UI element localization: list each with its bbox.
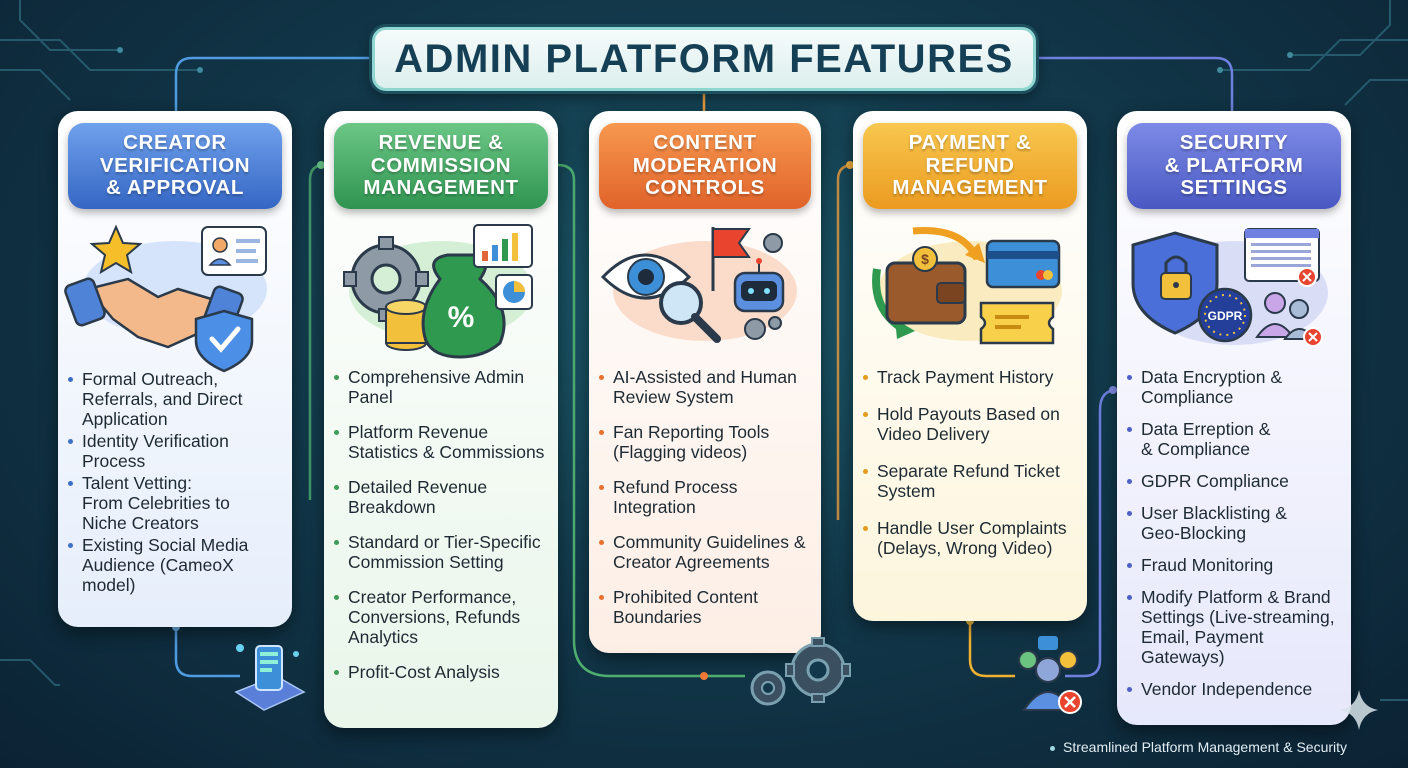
user-block-icon: [1255, 292, 1323, 347]
phone-dashboard-icon: [234, 644, 306, 711]
payment-illustration: $: [872, 227, 1062, 345]
card-title: CREATOR VERIFICATION & APPROVAL: [99, 131, 251, 200]
card-header: SECURITY & PLATFORM SETTINGS: [1127, 123, 1341, 209]
list-item: Standard or Tier-Specific Commission Set…: [334, 532, 554, 572]
bar-chart-icon: [473, 224, 533, 268]
flag-icon: [711, 227, 751, 291]
wallet-icon: $: [885, 246, 967, 325]
list-item: Track Payment History: [863, 367, 1083, 387]
list-item: Formal Outreach, Referrals, and Direct A…: [68, 369, 288, 429]
card-title: PAYMENT & REFUND MANAGEMENT: [892, 131, 1048, 200]
list-item: User Blacklisting & Geo-Blocking: [1127, 503, 1347, 543]
gear-icon: [343, 236, 429, 322]
magnifier-icon: [659, 281, 721, 343]
security-illustration: GDPR: [1131, 228, 1328, 347]
card-header: PAYMENT & REFUND MANAGEMENT: [863, 123, 1077, 209]
list-item: Refund Process Integration: [599, 477, 817, 517]
list-item: Hold Payouts Based on Video Delivery: [863, 404, 1083, 444]
star-icon: [89, 224, 143, 275]
list-item: Modify Platform & Brand Settings (Live-s…: [1127, 587, 1347, 667]
feature-list: Track Payment History Hold Payouts Based…: [863, 367, 1083, 575]
feature-list: AI-Assisted and Human Review System Fan …: [599, 367, 817, 642]
list-item: GDPR Compliance: [1127, 471, 1347, 491]
list-item: Vendor Independence: [1127, 679, 1347, 699]
page-title: ADMIN PLATFORM FEATURES: [394, 36, 1014, 81]
list-item: Creator Performance, Conversions, Refund…: [334, 587, 554, 647]
gdpr-badge-icon: GDPR: [1197, 287, 1253, 343]
sparkle-icon: [1340, 690, 1378, 730]
feature-list: Data Encryption & Compliance Data Errept…: [1127, 367, 1347, 711]
svg-text:$: $: [921, 251, 929, 267]
list-item: Identity Verification Process: [68, 431, 288, 471]
gears-icon: [750, 637, 851, 706]
moderation-illustration: [600, 227, 797, 343]
shield-check-icon: [194, 309, 254, 373]
data-table-icon: [1244, 228, 1320, 287]
creator-illustration: [64, 224, 267, 373]
revenue-illustration: %: [343, 224, 533, 359]
list-item: Community Guidelines & Creator Agreement…: [599, 532, 817, 572]
support-users-icon: [1018, 636, 1082, 714]
feature-list: Comprehensive Admin Panel Platform Reven…: [334, 367, 554, 697]
list-item: Platform Revenue Statistics & Commission…: [334, 422, 554, 462]
card-title: SECURITY & PLATFORM SETTINGS: [1164, 131, 1304, 200]
credit-card-icon: [985, 239, 1061, 289]
list-item: Handle User Complaints (Delays, Wrong Vi…: [863, 518, 1083, 558]
profile-card-icon: [201, 226, 267, 276]
list-item: Data Erreption & & Compliance: [1127, 419, 1347, 459]
list-item: Talent Vetting: From Celebrities to Nich…: [68, 473, 288, 533]
ticket-icon: [979, 301, 1055, 345]
money-bag-icon: %: [421, 253, 506, 359]
list-item: Profit-Cost Analysis: [334, 662, 554, 682]
pie-chart-icon: [495, 274, 533, 310]
svg-text:%: %: [448, 301, 475, 334]
coin-stack-icon: [385, 299, 427, 351]
gear-icon: [744, 233, 783, 340]
list-item: Prohibited Content Boundaries: [599, 587, 817, 627]
list-item: Fraud Monitoring: [1127, 555, 1347, 575]
list-item: AI-Assisted and Human Review System: [599, 367, 817, 407]
gdpr-badge-text: GDPR: [1208, 309, 1243, 323]
card-header: CREATOR VERIFICATION & APPROVAL: [68, 123, 282, 209]
list-item: Separate Refund Ticket System: [863, 461, 1083, 501]
card-security-settings: SECURITY & PLATFORM SETTINGS GDPR: [1117, 111, 1351, 725]
list-item: Detailed Revenue Breakdown: [334, 477, 554, 517]
card-header: CONTENT MODERATION CONTROLS: [599, 123, 811, 209]
card-content-moderation: CONTENT MODERATION CONTROLS AI-: [589, 111, 821, 653]
card-header: REVENUE & COMMISSION MANAGEMENT: [334, 123, 548, 209]
list-item: Data Encryption & Compliance: [1127, 367, 1347, 407]
card-title: REVENUE & COMMISSION MANAGEMENT: [363, 131, 519, 200]
list-item: Comprehensive Admin Panel: [334, 367, 554, 407]
feature-list: Formal Outreach, Referrals, and Direct A…: [68, 369, 288, 597]
robot-icon: [733, 258, 785, 313]
card-payment-refund: PAYMENT & REFUND MANAGEMENT $ Track Paym…: [853, 111, 1087, 621]
list-item: Existing Social Media Audience (CameoX m…: [68, 535, 288, 595]
card-creator-verification: CREATOR VERIFICATION & APPROVAL Formal O…: [58, 111, 292, 627]
footer-tagline: Streamlined Platform Management & Securi…: [1050, 739, 1370, 755]
card-revenue-commission: REVENUE & COMMISSION MANAGEMENT %: [324, 111, 558, 728]
title-banner: ADMIN PLATFORM FEATURES: [372, 27, 1036, 91]
list-item: Fan Reporting Tools (Flagging videos): [599, 422, 817, 462]
card-title: CONTENT MODERATION CONTROLS: [632, 131, 778, 200]
